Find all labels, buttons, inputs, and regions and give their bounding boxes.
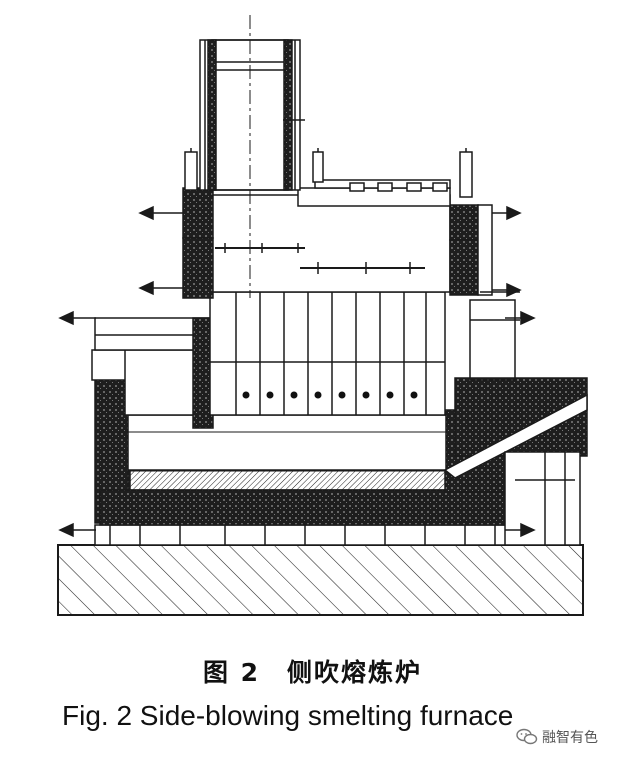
watermark-text: 融智有色 <box>542 730 598 746</box>
slag-tap-section <box>443 377 588 546</box>
support-feet <box>94 524 516 546</box>
foundation <box>57 544 584 616</box>
uptake-flue <box>199 15 305 298</box>
left-chamber <box>91 317 214 429</box>
figure-caption-chinese: 图 2 侧吹熔炼炉 <box>202 658 423 687</box>
figure-caption-english: Fig. 2 Side-blowing smelting furnace <box>62 700 514 731</box>
side-walls <box>182 187 493 299</box>
right-frame <box>469 291 520 381</box>
tuyeres <box>242 391 418 399</box>
lifting-lugs <box>58 205 536 538</box>
upper-chamber <box>209 194 451 293</box>
wechat-icon <box>516 728 538 745</box>
watermark: 融智有色 <box>512 722 622 752</box>
furnace-diagram <box>57 15 588 616</box>
roof <box>184 148 473 207</box>
